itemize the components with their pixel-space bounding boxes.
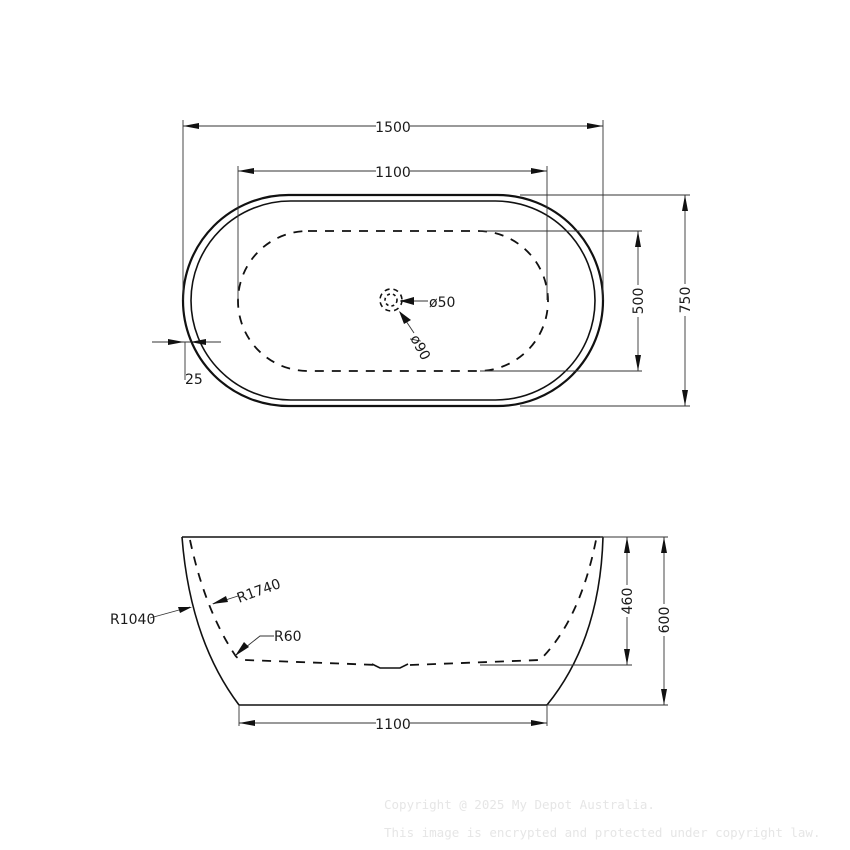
elevation-view: R1040 R1740 R60 460 (110, 536, 673, 733)
dim-inner-depth: 460 (480, 536, 636, 666)
dim-overall-width: 750 (520, 194, 694, 407)
tub-outer-outline (181, 193, 605, 408)
dim-overall-height: 600 (547, 536, 673, 706)
dim-inner-width: 500 (480, 230, 647, 372)
leader-arrow (399, 311, 411, 324)
overall-height-label: 600 (657, 607, 673, 634)
label-inner-corner-radius: R60 (235, 629, 302, 656)
watermark-line-2: This image is encrypted and protected un… (384, 825, 821, 840)
waste-outer-dia-label: ø50 (429, 295, 455, 311)
inner-corner-radius-label: R60 (274, 629, 302, 645)
dim-rim-thickness: 25 (152, 339, 221, 388)
tub-rim-outline (190, 200, 596, 401)
base-length-label: 1100 (375, 717, 411, 733)
outer-left-side (181, 536, 240, 706)
waste-dip (371, 663, 409, 669)
leader-arrow (400, 297, 414, 305)
overall-length-label: 1500 (375, 120, 411, 136)
dim-base-length: 1100 (238, 705, 548, 733)
watermark-line-1: Copyright @ 2025 My Depot Australia. (384, 797, 655, 812)
inner-width-label: 500 (631, 288, 647, 315)
label-outer-radius: R1040 (110, 606, 192, 628)
overall-width-label: 750 (678, 287, 694, 314)
dim-overall-length: 1500 (182, 117, 604, 300)
outer-radius-label: R1040 (110, 612, 155, 628)
waste-inner-circle (384, 293, 398, 307)
dim-inner-length: 1100 (237, 162, 548, 300)
waste-outlet: ø50 ø90 (379, 288, 455, 363)
rim-thickness-label: 25 (185, 372, 203, 388)
inner-basin-hidden-profile (189, 539, 597, 666)
outer-right-side (546, 536, 604, 706)
label-inner-wall-radius: R1740 (212, 576, 283, 607)
inner-length-label: 1100 (375, 165, 411, 181)
inner-wall-radius-label: R1740 (235, 576, 283, 607)
plan-view: ø50 ø90 1500 1100 (152, 117, 694, 408)
basin-hidden-outline (237, 230, 549, 372)
waste-outer-circle (379, 288, 403, 312)
waste-inner-dia-label: ø90 (406, 332, 433, 363)
inner-depth-label: 460 (620, 588, 636, 615)
